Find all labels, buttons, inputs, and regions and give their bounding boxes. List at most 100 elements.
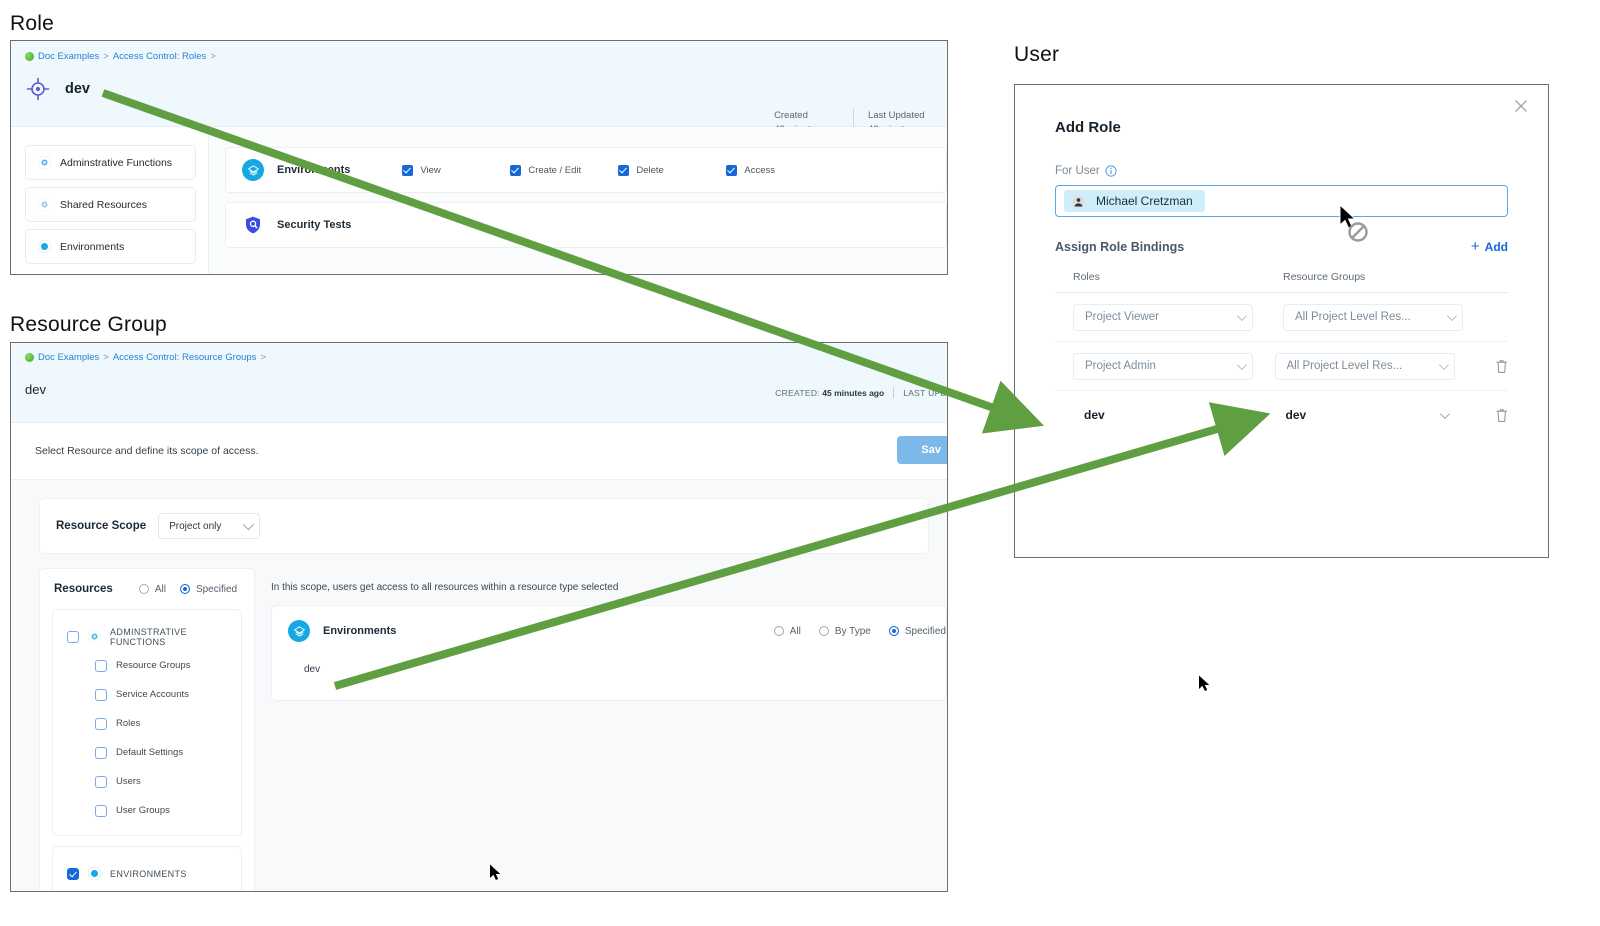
for-user-field[interactable]: Michael Cretzman: [1055, 185, 1508, 217]
resource-item-roles[interactable]: Roles: [53, 709, 241, 738]
resources-area: Resources All Specified: [39, 568, 947, 891]
table-header: Roles Resource Groups: [1055, 271, 1508, 293]
radio-specified[interactable]: Specified: [179, 583, 238, 595]
checkbox-view[interactable]: View: [402, 164, 510, 176]
resource-scope-label: Resource Scope: [56, 520, 147, 532]
resource-item-default-settings[interactable]: Default Settings: [53, 738, 241, 767]
resource-group-cell: dev: [1274, 401, 1463, 429]
role-select[interactable]: Project Viewer: [1073, 303, 1253, 331]
environments-scope-row: Environments All By Type: [272, 620, 946, 642]
checkbox-icon[interactable]: [95, 688, 107, 701]
mouse-cursor-user-panel: [1199, 675, 1210, 691]
category-label: Adminstrative Functions: [60, 156, 173, 169]
checkbox-icon[interactable]: [67, 630, 79, 643]
category-item-shared-resources[interactable]: Shared Resources: [25, 187, 196, 222]
role-category-list: Adminstrative Functions Shared Resources…: [11, 127, 209, 274]
resource-group-select[interactable]: All Project Level Res...: [1283, 303, 1463, 331]
checkbox-icon-checked[interactable]: [67, 867, 79, 880]
role-body: Adminstrative Functions Shared Resources…: [11, 127, 947, 274]
checkbox-create-edit[interactable]: Create / Edit: [510, 164, 618, 176]
breadcrumb-access-control-resource-groups[interactable]: Access Control: Resource Groups: [112, 352, 257, 363]
chevron-down-icon: [1439, 408, 1450, 419]
resources-radio-group: All Specified: [138, 583, 238, 595]
breadcrumb-separator: >: [103, 352, 109, 363]
resource-group-header-row[interactable]: ENVIRONMENTS: [53, 859, 241, 888]
user-chip[interactable]: Michael Cretzman: [1064, 190, 1205, 212]
add-binding-button[interactable]: + Add: [1471, 239, 1508, 254]
checkbox-icon[interactable]: [95, 659, 107, 672]
breadcrumb[interactable]: Doc Examples > Access Control: Resource …: [25, 352, 947, 363]
column-header-roles: Roles: [1073, 271, 1100, 283]
breadcrumb-access-control-roles[interactable]: Access Control: Roles: [112, 51, 207, 62]
resource-scope-value: Project only: [169, 520, 222, 532]
role-select[interactable]: Project Admin: [1073, 352, 1253, 380]
resource-group-subtitle-bar: Select Resource and define its scope of …: [11, 423, 947, 480]
radio-all[interactable]: All: [138, 583, 166, 595]
category-item-environments[interactable]: Environments: [25, 229, 196, 264]
environments-scope-card: Environments All By Type: [271, 605, 947, 701]
breadcrumb-root[interactable]: Doc Examples: [38, 352, 100, 363]
checkbox-label: Create / Edit: [528, 164, 582, 176]
radio-label: All: [789, 625, 801, 637]
meta-divider: [893, 387, 895, 398]
resource-group-header-row[interactable]: ADMINSTRATIVE FUNCTIONS: [53, 622, 241, 651]
resource-group-select[interactable]: All Project Level Res...: [1274, 352, 1455, 380]
resource-item-service-accounts[interactable]: Service Accounts: [53, 680, 241, 709]
resource-item-resource-groups[interactable]: Resource Groups: [53, 651, 241, 680]
checkbox-icon[interactable]: [95, 717, 107, 730]
leaf-icon: [25, 353, 34, 362]
close-icon[interactable]: [1514, 99, 1528, 113]
category-item-administrative-functions[interactable]: Adminstrative Functions: [25, 145, 196, 180]
radio-icon: [818, 626, 829, 636]
chevron-down-icon: [1236, 310, 1247, 321]
checkbox-delete[interactable]: Delete: [618, 164, 726, 176]
radio-label: By Type: [834, 625, 871, 637]
avatar: [1071, 193, 1086, 209]
breadcrumb-root[interactable]: Doc Examples: [38, 51, 100, 62]
checkbox-label: Delete: [636, 164, 664, 176]
category-label: Environments: [60, 240, 125, 253]
delete-row-icon[interactable]: [1495, 407, 1508, 423]
breadcrumb[interactable]: Doc Examples > Access Control: Roles >: [25, 51, 933, 62]
resource-group-panel: Doc Examples > Access Control: Resource …: [10, 342, 948, 892]
info-icon[interactable]: [1105, 165, 1117, 177]
checkbox-icon[interactable]: [95, 804, 107, 817]
resource-scope-select[interactable]: Project only: [158, 513, 261, 539]
radio-specified[interactable]: Specified: [888, 626, 946, 637]
resource-group-cell: All Project Level Res...: [1283, 303, 1479, 331]
checkbox-icon[interactable]: [95, 775, 107, 788]
target-icon: [26, 77, 50, 101]
breadcrumb-separator-2: >: [260, 352, 266, 363]
radio-all[interactable]: All: [773, 625, 801, 637]
chevron-down-icon: [243, 518, 255, 531]
resource-group-select[interactable]: dev: [1274, 401, 1455, 429]
radio-icon-selected: [179, 584, 190, 594]
resources-list-panel: Resources All Specified: [39, 568, 255, 891]
role-section-caption: Role: [10, 12, 54, 35]
save-button[interactable]: Sav: [897, 436, 947, 464]
chevron-down-icon: [1438, 359, 1449, 370]
delete-row-icon[interactable]: [1495, 358, 1508, 374]
radio-by-type[interactable]: By Type: [818, 625, 871, 637]
checkbox-icon[interactable]: [95, 746, 107, 759]
resource-group-select-value: All Project Level Res...: [1286, 360, 1403, 372]
chevron-down-icon: [1237, 408, 1248, 419]
created-label: Created: [774, 110, 808, 121]
role-select[interactable]: dev: [1073, 401, 1253, 429]
mouse-cursor-resource-panel: [490, 864, 501, 880]
checkbox-icon: [402, 164, 414, 176]
role-select-value: Project Viewer: [1085, 311, 1159, 323]
assign-role-bindings-title: Assign Role Bindings: [1055, 239, 1185, 254]
resource-group-cell: All Project Level Res...: [1274, 352, 1463, 380]
radio-label: Specified: [195, 583, 238, 595]
resource-scope-card: Resource Scope Project only: [39, 498, 929, 554]
table-row: Project Viewer All Project Level Res...: [1055, 293, 1508, 342]
resource-item-users[interactable]: Users: [53, 767, 241, 796]
role-cell: Project Admin: [1073, 352, 1275, 380]
permission-checkbox-group: View Create / Edit Delete Access: [402, 164, 834, 176]
resource-group-body: Resource Scope Project only Resources Al…: [11, 480, 947, 891]
radio-label: All: [154, 583, 166, 595]
checkbox-access[interactable]: Access: [726, 164, 834, 176]
resource-item-user-groups[interactable]: User Groups: [53, 796, 241, 825]
drag-no-drop-cursor: [1339, 204, 1368, 242]
